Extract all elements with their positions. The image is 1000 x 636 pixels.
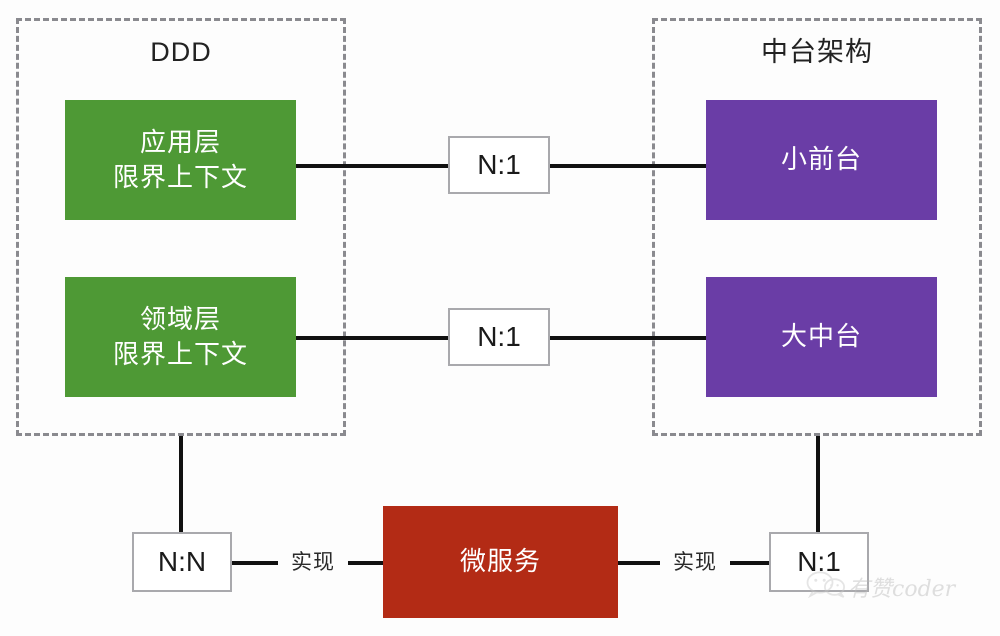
box-domain-layer-line1: 领域层 <box>139 303 221 334</box>
box-small-front[interactable]: 小前台 <box>706 100 937 220</box>
edge-label-right-realize: 实现 <box>660 552 730 573</box>
cardinality-app-to-small-front[interactable]: N:1 <box>448 136 550 194</box>
box-application-layer[interactable]: 应用层 限界上下文 <box>65 100 296 220</box>
box-big-middle-line1: 大中台 <box>780 321 862 352</box>
line-zhongtai-drop <box>816 436 820 534</box>
box-big-middle[interactable]: 大中台 <box>706 277 937 397</box>
cardinality-domain-to-big-middle[interactable]: N:1 <box>448 308 550 366</box>
edge-label-left-realize: 实现 <box>278 552 348 573</box>
cardinality-zhongtai-to-microservice[interactable]: N:1 <box>769 532 869 592</box>
box-domain-layer[interactable]: 领域层 限界上下文 <box>65 277 296 397</box>
line-domain-to-n1 <box>296 336 448 340</box>
box-small-front-line1: 小前台 <box>780 144 862 175</box>
box-application-layer-line1: 应用层 <box>139 126 221 157</box>
ddd-group: DDD <box>16 18 346 436</box>
line-n1-to-small-front <box>550 164 706 168</box>
line-n1-to-big-middle <box>550 336 706 340</box>
cardinality-domain-to-big-middle-label: N:1 <box>477 321 521 352</box>
cardinality-zhongtai-to-microservice-label: N:1 <box>797 546 841 577</box>
cardinality-ddd-to-microservice[interactable]: N:N <box>132 532 232 592</box>
line-app-to-n1 <box>296 164 448 168</box>
line-ddd-drop <box>179 436 183 534</box>
box-application-layer-line2: 限界上下文 <box>112 162 248 192</box>
cardinality-app-to-small-front-label: N:1 <box>477 149 521 180</box>
box-microservice[interactable]: 微服务 <box>383 506 618 618</box>
ddd-group-title: DDD <box>150 37 212 67</box>
zhongtai-group: 中台架构 <box>652 18 982 436</box>
cardinality-ddd-to-microservice-label: N:N <box>157 546 207 577</box>
zhongtai-group-title: 中台架构 <box>761 37 873 67</box>
box-microservice-line1: 微服务 <box>459 546 541 577</box>
box-domain-layer-line2: 限界上下文 <box>112 339 248 369</box>
